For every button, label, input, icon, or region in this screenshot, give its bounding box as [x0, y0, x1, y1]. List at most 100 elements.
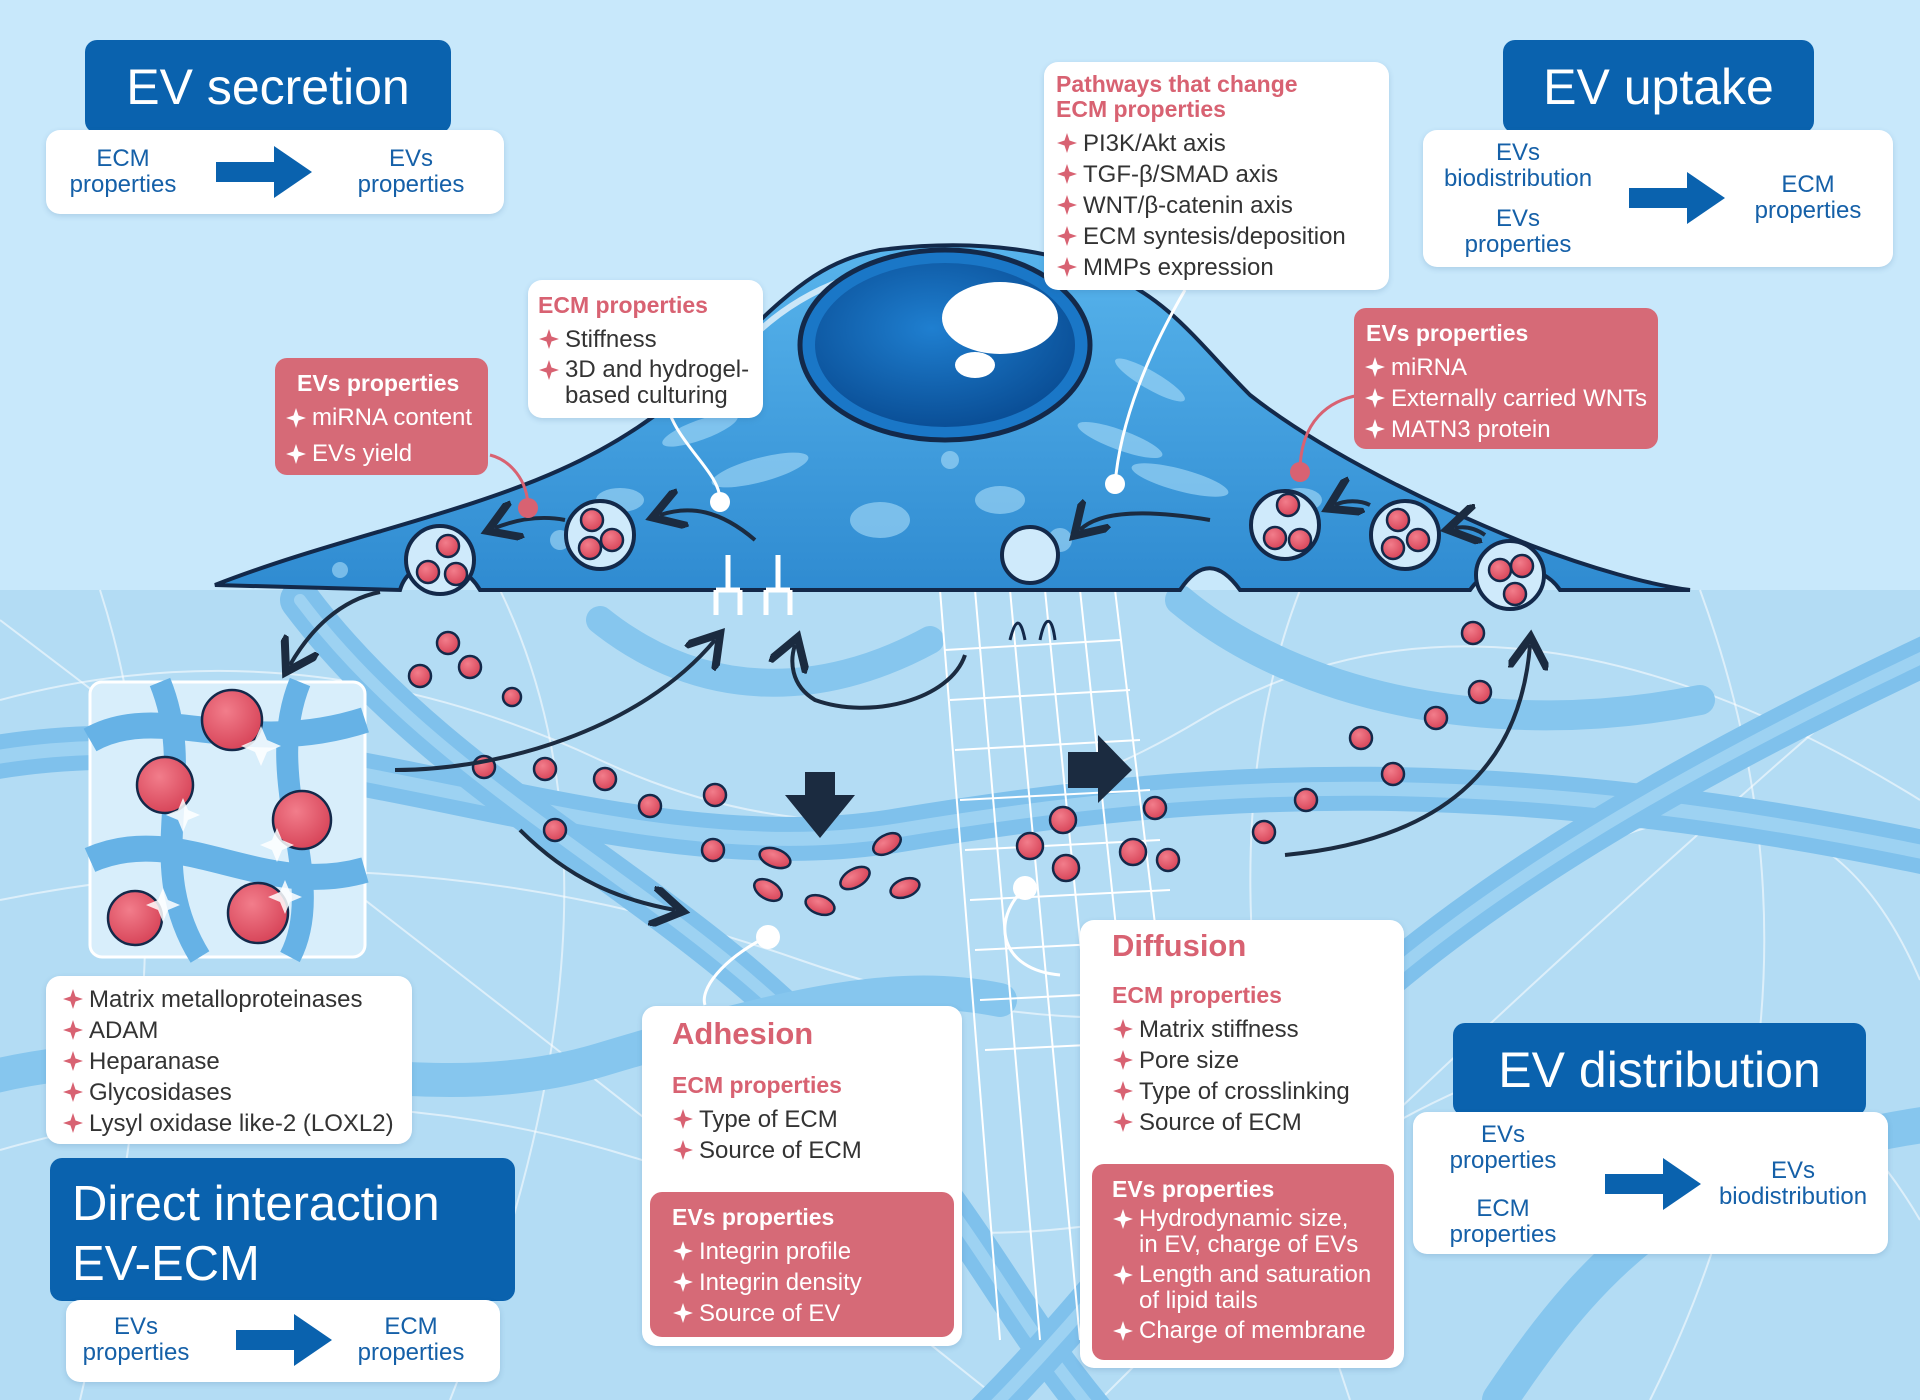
adhesion-box: Adhesion ECM properties Type of ECM Sour…	[642, 1006, 962, 1346]
flow-arrow-icon	[236, 1314, 332, 1366]
ev-distribution-title: EV distribution	[1453, 1023, 1866, 1116]
diffusion-box: Diffusion ECM properties Matrix stiffnes…	[1080, 920, 1404, 1368]
list-item: Externally carried WNTs	[1364, 383, 1647, 414]
list-item: WNT/β-catenin axis	[1056, 190, 1346, 221]
adhesion-ecm-list: Type of ECM Source of ECM	[672, 1104, 862, 1166]
list-item: Lysyl oxidase like-2 (LOXL2)	[62, 1108, 394, 1139]
list-item: 3D and hydrogel-based culturing	[538, 355, 749, 409]
list-item: PI3K/Akt axis	[1056, 128, 1346, 159]
diffusion-ecm-heading: ECM properties	[1112, 982, 1282, 1008]
star-bullet-icon	[1365, 388, 1385, 408]
ecm-properties-heading: ECM properties	[538, 292, 708, 318]
down-arrow	[785, 772, 855, 838]
list-item: Source of ECM	[1112, 1107, 1350, 1138]
evs-properties-right-box: EVs properties miRNA Externally carried …	[1354, 308, 1658, 449]
diffusion-evs-list: Hydrodynamic size,in EV, charge of EVs L…	[1112, 1206, 1371, 1344]
star-bullet-icon	[63, 1113, 83, 1133]
list-item: Heparanase	[62, 1046, 394, 1077]
flow-arrow-icon	[1605, 1158, 1701, 1210]
ev-uptake-title: EV uptake	[1503, 40, 1814, 133]
list-item: Matrix metalloproteinases	[62, 984, 394, 1015]
star-bullet-icon	[63, 1082, 83, 1102]
list-item: Pore size	[1112, 1045, 1350, 1076]
inset-direct-interaction	[83, 677, 369, 963]
star-bullet-icon	[1057, 195, 1077, 215]
adhesion-title: Adhesion	[672, 1016, 814, 1051]
star-bullet-icon	[286, 408, 306, 428]
evs-properties-heading: EVs properties	[1366, 320, 1529, 346]
star-bullet-icon	[1057, 133, 1077, 153]
adhered-evs	[753, 831, 921, 917]
star-bullet-icon	[1113, 1112, 1133, 1132]
star-bullet-icon	[63, 1051, 83, 1071]
star-bullet-icon	[673, 1303, 693, 1323]
list-item: miRNA content	[285, 400, 472, 436]
star-bullet-icon	[1113, 1050, 1133, 1070]
list-item: Integrin profile	[672, 1236, 862, 1267]
star-bullet-icon	[1113, 1019, 1133, 1039]
star-bullet-icon	[1365, 419, 1385, 439]
star-bullet-icon	[673, 1241, 693, 1261]
enzymes-list: Matrix metalloproteinases ADAM Heparanas…	[62, 984, 394, 1139]
receptors	[713, 555, 793, 615]
evs-properties-list: miRNA Externally carried WNTs MATN3 prot…	[1364, 352, 1647, 445]
right-arrow	[1068, 735, 1132, 803]
adhesion-ecm-heading: ECM properties	[672, 1072, 842, 1098]
star-bullet-icon	[1057, 164, 1077, 184]
star-bullet-icon	[286, 444, 306, 464]
list-item: EVs yield	[285, 436, 472, 472]
star-bullet-icon	[63, 1020, 83, 1040]
list-item: MMPs expression	[1056, 252, 1346, 283]
star-bullet-icon	[673, 1109, 693, 1129]
list-item: Type of crosslinking	[1112, 1076, 1350, 1107]
list-item: MATN3 protein	[1364, 414, 1647, 445]
list-item: Glycosidases	[62, 1077, 394, 1108]
list-item: Stiffness	[538, 324, 749, 355]
list-item: Matrix stiffness	[1112, 1014, 1350, 1045]
star-bullet-icon	[1113, 1321, 1133, 1341]
enzymes-box: Matrix metalloproteinases ADAM Heparanas…	[46, 976, 412, 1144]
star-bullet-icon	[1113, 1265, 1133, 1285]
evs-properties-left-box: EVs properties miRNA content EVs yield	[275, 358, 488, 475]
star-bullet-icon	[673, 1272, 693, 1292]
list-item: ECM syntesis/deposition	[1056, 221, 1346, 252]
ev-particles	[407, 492, 1535, 883]
pathways-list: PI3K/Akt axis TGF-β/SMAD axis WNT/β-cate…	[1056, 128, 1346, 283]
adhesion-evs-box: EVs properties Integrin profile Integrin…	[650, 1192, 954, 1337]
list-item: ADAM	[62, 1015, 394, 1046]
list-item: Hydrodynamic size,in EV, charge of EVs	[1112, 1206, 1371, 1258]
evs-properties-list: miRNA content EVs yield	[285, 400, 472, 472]
flow-arrow-icon	[216, 146, 312, 198]
flow-arrow-icon	[1629, 172, 1725, 224]
ecm-properties-top-box: ECM properties Stiffness 3D and hydrogel…	[528, 280, 763, 418]
star-bullet-icon	[1057, 257, 1077, 277]
list-item: TGF-β/SMAD axis	[1056, 159, 1346, 190]
star-bullet-icon	[673, 1140, 693, 1160]
adhesion-evs-list: Integrin profile Integrin density Source…	[672, 1236, 862, 1329]
star-bullet-icon	[1057, 226, 1077, 246]
star-bullet-icon	[1113, 1081, 1133, 1101]
list-item: Source of ECM	[672, 1135, 862, 1166]
diffusion-evs-heading: EVs properties	[1112, 1176, 1275, 1202]
list-item: miRNA	[1364, 352, 1647, 383]
list-item: Charge of membrane	[1112, 1318, 1371, 1344]
adhesion-evs-heading: EVs properties	[672, 1204, 835, 1230]
endocytosis	[1008, 619, 1057, 641]
process-arrows	[290, 501, 1530, 910]
